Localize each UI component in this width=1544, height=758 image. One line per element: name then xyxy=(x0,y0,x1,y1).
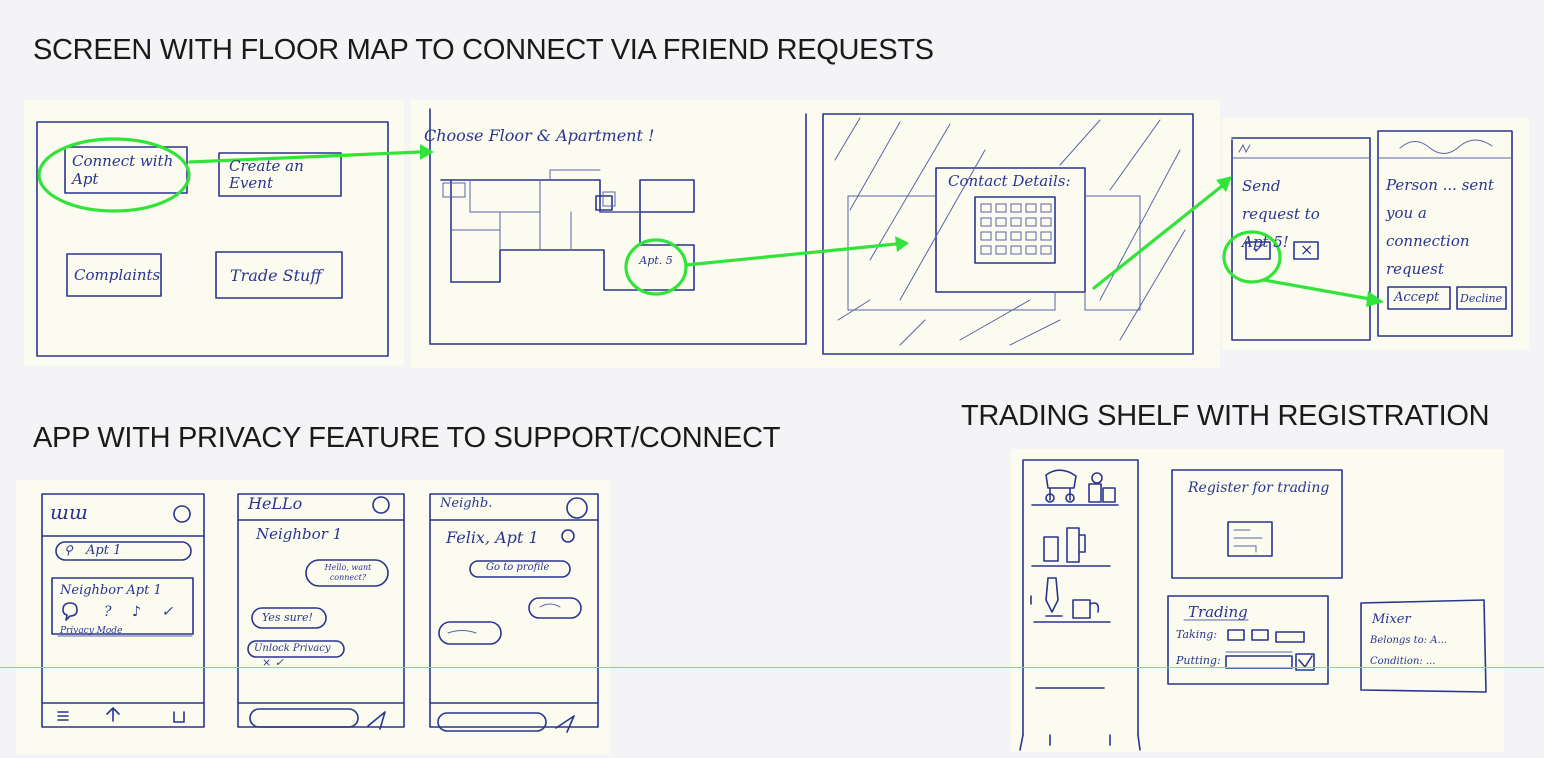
putting-label: Putting: xyxy=(1176,654,1221,667)
trade-stuff-button[interactable]: Trade Stuff xyxy=(230,266,322,285)
search-input[interactable]: Apt 1 xyxy=(86,543,122,558)
taking-label: Taking: xyxy=(1176,628,1218,641)
incoming-request-text: Person ... sent you a connection request xyxy=(1386,176,1494,278)
complaints-button[interactable]: Complaints xyxy=(74,266,161,284)
item-belongs-to: Belongs to: A... xyxy=(1370,635,1447,646)
paper-request-screens xyxy=(1222,118,1529,350)
neighbor-card-title: Neighbor Apt 1 xyxy=(60,583,162,598)
create-event-button[interactable]: Create an Event xyxy=(229,157,304,192)
item-condition: Condition: ... xyxy=(1370,656,1436,667)
incoming-request-sketch xyxy=(1378,131,1512,336)
floor-map-title: Choose Floor & Apartment ! xyxy=(424,126,655,145)
chat-bubble-received: Hello, want connect? xyxy=(324,563,372,582)
apt-5-cell[interactable]: Apt. 5 xyxy=(639,254,673,267)
unlock-privacy-choices[interactable]: × ✓ xyxy=(262,656,284,669)
neighbors-scribble: Neighb. xyxy=(440,496,493,511)
neighbor-card-icons: ? ♪ ✓ xyxy=(104,604,182,620)
heading-floor-map: SCREEN WITH FLOOR MAP TO CONNECT VIA FRI… xyxy=(33,34,934,66)
heading-privacy: APP WITH PRIVACY FEATURE TO SUPPORT/CONN… xyxy=(33,422,781,454)
trading-shelf-sketch xyxy=(1020,460,1486,750)
go-to-profile-button[interactable]: Go to profile xyxy=(486,562,550,573)
paper-trading-shelf xyxy=(1010,449,1504,752)
register-trading-title: Register for trading xyxy=(1188,480,1330,496)
accept-checkbox[interactable]: ✓ xyxy=(1252,241,1264,257)
heading-trading: TRADING SHELF WITH REGISTRATION xyxy=(961,400,1490,432)
accept-button[interactable]: Accept xyxy=(1394,290,1440,305)
send-request-text: Send request to Apt 5! xyxy=(1242,177,1320,251)
profile-title: Felix, Apt 1 xyxy=(446,528,539,547)
item-mixer-title: Mixer xyxy=(1372,612,1411,627)
paper-home-screen xyxy=(24,100,404,366)
decline-button[interactable]: Decline xyxy=(1460,292,1503,305)
floor-map-sketch xyxy=(430,109,806,344)
logo-scribble: ɯɯ xyxy=(50,500,88,524)
unlock-privacy-button[interactable]: Unlock Privacy xyxy=(254,643,331,654)
home-screen-sketch xyxy=(37,122,388,356)
search-icon: ⚲ xyxy=(64,543,73,557)
chat-title: Neighbor 1 xyxy=(256,525,343,543)
contact-details-sketch xyxy=(823,114,1193,354)
app-logo-scribble: HeLLo xyxy=(248,494,303,513)
contact-details-title: Contact Details: xyxy=(948,172,1071,190)
connect-with-apt-button[interactable]: Connect with Apt xyxy=(72,152,174,188)
guide-line xyxy=(0,667,1544,668)
trading-title: Trading xyxy=(1188,603,1248,621)
decline-checkbox[interactable]: × xyxy=(1300,240,1314,259)
chat-bubble-sent: Yes sure! xyxy=(262,611,313,624)
privacy-mode-label: Privacy Mode xyxy=(60,626,123,636)
green-annotations xyxy=(39,139,1384,307)
privacy-phones-sketch xyxy=(42,494,598,732)
